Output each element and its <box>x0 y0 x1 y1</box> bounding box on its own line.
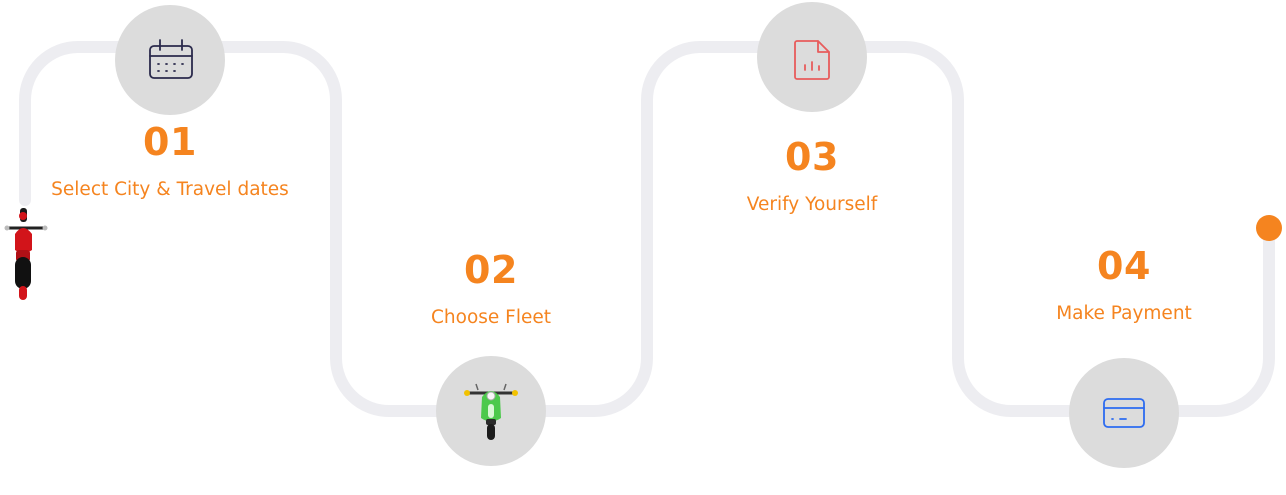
step-4-label: Make Payment <box>1056 303 1192 324</box>
step-1-number: 01 <box>143 120 197 164</box>
step-1-icon-circle <box>115 5 225 115</box>
step-3-number: 03 <box>785 135 839 179</box>
credit-card-icon <box>1103 398 1145 428</box>
step-2-label: Choose Fleet <box>431 307 551 328</box>
step-4-icon-circle <box>1069 358 1179 468</box>
route-end-dot <box>1256 215 1282 241</box>
scooter-icon <box>464 383 518 440</box>
step-3-icon-circle <box>757 2 867 112</box>
step-2-number: 02 <box>464 248 518 292</box>
motorcycle-icon <box>4 208 48 300</box>
calendar-icon <box>149 39 193 79</box>
step-1-label: Select City & Travel dates <box>51 179 289 200</box>
step-2-icon-circle <box>436 356 546 466</box>
step-3-label: Verify Yourself <box>746 194 878 215</box>
route-track <box>19 41 1275 417</box>
step-4-number: 04 <box>1097 244 1151 288</box>
document-chart-icon <box>794 40 830 80</box>
